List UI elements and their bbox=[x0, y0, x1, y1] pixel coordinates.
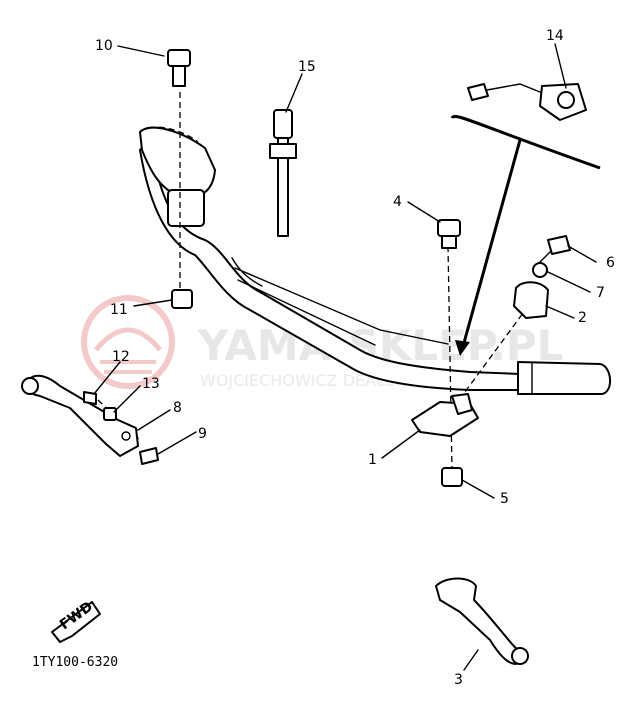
callout-8: 8 bbox=[173, 400, 182, 416]
callout-11: 11 bbox=[110, 302, 128, 318]
part-14-switch bbox=[467, 83, 587, 121]
part-2-clamp bbox=[513, 281, 549, 319]
pointer-arrow bbox=[460, 139, 522, 351]
part-4-bolt bbox=[437, 219, 461, 249]
part-11-nut bbox=[171, 289, 193, 309]
callout-9: 9 bbox=[198, 426, 207, 442]
callout-5: 5 bbox=[500, 491, 509, 507]
callout-1: 1 bbox=[368, 452, 377, 468]
handlebar bbox=[139, 126, 611, 395]
part-10-bolt bbox=[167, 49, 191, 87]
callout-4: 4 bbox=[393, 194, 402, 210]
callout-10: 10 bbox=[95, 38, 113, 54]
fwd-arrow: FWD bbox=[51, 599, 101, 643]
callout-15: 15 bbox=[298, 59, 316, 75]
part-6-bolt bbox=[539, 235, 571, 263]
callout-2: 2 bbox=[578, 310, 587, 326]
watermark-logo bbox=[81, 295, 175, 389]
callout-12: 12 bbox=[112, 349, 130, 365]
part-12-bolt bbox=[83, 391, 97, 405]
assembly-line-4-5 bbox=[447, 245, 453, 471]
callout-6: 6 bbox=[606, 255, 615, 271]
part-5-nut bbox=[441, 467, 463, 487]
part-9-screw bbox=[139, 447, 159, 465]
callout-14: 14 bbox=[546, 28, 564, 44]
callout-7: 7 bbox=[596, 285, 605, 301]
leader-lines bbox=[93, 43, 597, 671]
drawing-code: 1TY100-6320 bbox=[32, 655, 118, 670]
part-15-cable-tie bbox=[269, 109, 297, 237]
callout-3: 3 bbox=[454, 672, 463, 688]
callouts: 10 11 12 13 8 9 15 14 4 6 7 2 1 5 3 bbox=[95, 28, 615, 688]
part-7-washer bbox=[532, 262, 548, 278]
inset-frame bbox=[450, 114, 601, 170]
part-13-nut bbox=[103, 407, 117, 421]
pointer-arrowhead bbox=[455, 340, 470, 356]
part-8-lever bbox=[21, 374, 139, 457]
part-3-lever bbox=[435, 577, 529, 665]
part-1-bracket bbox=[411, 393, 479, 437]
callout-13: 13 bbox=[142, 376, 160, 392]
